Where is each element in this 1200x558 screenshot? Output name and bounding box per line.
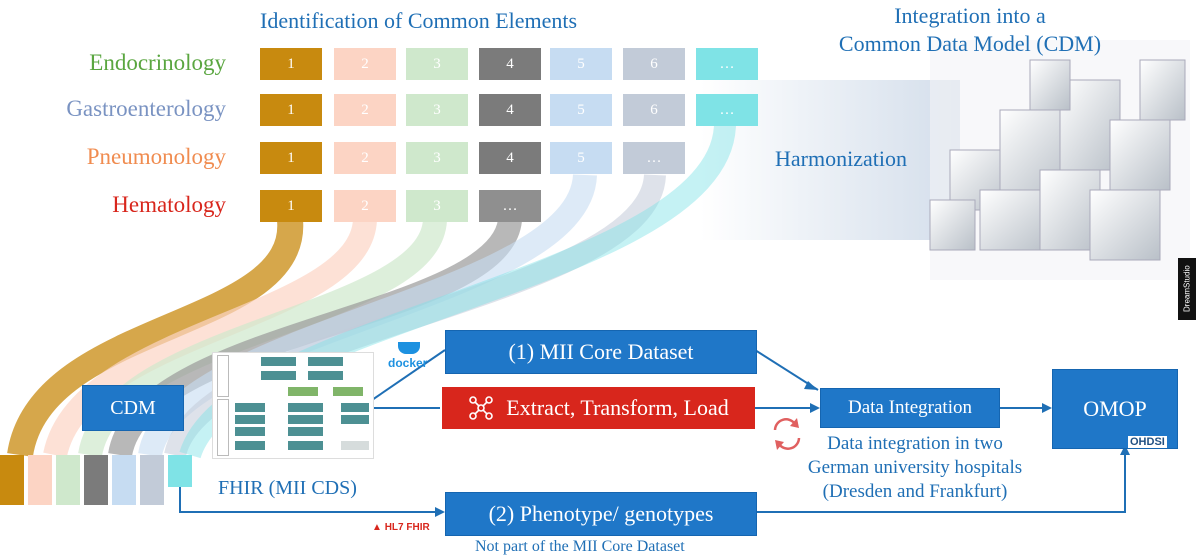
cdm-bar	[28, 455, 52, 505]
element-cell: …	[623, 142, 685, 174]
common-elements-title: Identification of Common Elements	[260, 8, 578, 33]
phenotype-note: Not part of the MII Core Dataset	[475, 538, 685, 555]
harmonization-label: Harmonization	[775, 146, 907, 171]
element-cell: 2	[334, 94, 396, 126]
row-label: Gastroenterology	[66, 96, 226, 121]
element-cell: 1	[260, 142, 322, 174]
element-cell: 2	[334, 48, 396, 80]
ribbon-6	[164, 173, 666, 459]
element-cell: 3	[406, 48, 468, 80]
hl7-fhir-logo: ▲ HL7 FHIR	[372, 522, 430, 533]
ribbon-2	[43, 218, 377, 459]
phenotype-box: (2) Phenotype/ genotypes	[445, 492, 757, 536]
cdm-bar	[84, 455, 108, 505]
omop-box: OMOP	[1052, 369, 1178, 449]
row-label: Pneumonology	[86, 144, 226, 169]
element-cell: 4	[479, 142, 541, 174]
element-cell: 2	[334, 190, 396, 222]
integration-note-line3: (Dresden and Frankfurt)	[822, 481, 1008, 502]
row-label: Endocrinology	[89, 50, 226, 75]
cdm-box: CDM	[82, 385, 184, 431]
cdm-bar	[0, 455, 24, 505]
element-cell: 3	[406, 142, 468, 174]
sync-icon	[773, 418, 801, 450]
cdm-bar	[56, 455, 80, 505]
hl7-fhir-text: HL7 FHIR	[384, 522, 430, 533]
element-cell: 1	[260, 190, 322, 222]
element-cell: 3	[406, 94, 468, 126]
ribbon-1	[7, 218, 304, 458]
element-cell: …	[696, 94, 758, 126]
etl-label: Extract, Transform, Load	[506, 395, 729, 420]
docker-logo-text: docker	[388, 356, 428, 370]
network-icon	[468, 395, 494, 421]
element-cell: 2	[334, 142, 396, 174]
element-cell: 5	[550, 48, 612, 80]
arrowheads	[435, 381, 1130, 517]
element-cell: …	[696, 48, 758, 80]
cdm-title: Integration into a Common Data Model (CD…	[830, 2, 1110, 58]
fhir-structure-thumbnail	[212, 352, 374, 459]
element-cell: 3	[406, 190, 468, 222]
element-cell: 1	[260, 48, 322, 80]
cdm-title-line2: Common Data Model (CDM)	[838, 31, 1102, 56]
cube-cluster-image	[929, 40, 1190, 280]
element-cell: 5	[550, 142, 612, 174]
connectors	[179, 349, 1126, 513]
harmonization-beam	[700, 80, 960, 240]
docker-whale-icon	[398, 342, 420, 354]
integration-note: Data integration in two German universit…	[790, 432, 1040, 504]
element-cell: 4	[479, 48, 541, 80]
element-cell: 6	[623, 48, 685, 80]
element-cell: 4	[479, 94, 541, 126]
element-cell: 6	[623, 94, 685, 126]
cdm-bar	[140, 455, 164, 505]
cdm-bar	[112, 455, 136, 505]
integration-note-line1: Data integration in two	[827, 433, 1003, 454]
docker-logo: docker	[388, 342, 427, 370]
element-cell: 5	[550, 94, 612, 126]
flame-icon: ▲	[372, 522, 382, 533]
dreamstudio-badge: DreamStudio	[1178, 258, 1196, 320]
etl-box: Extract, Transform, Load	[442, 387, 755, 429]
fhir-label: FHIR (MII CDS)	[218, 477, 357, 499]
element-cell: …	[479, 190, 541, 222]
element-cell: 1	[260, 94, 322, 126]
cdm-bar	[168, 455, 192, 487]
core-dataset-box: (1) MII Core Dataset	[445, 330, 757, 374]
row-label: Hematology	[112, 192, 226, 217]
integration-note-line2: German university hospitals	[807, 457, 1023, 478]
data-integration-box: Data Integration	[820, 388, 1000, 428]
cdm-title-line1: Integration into a	[894, 3, 1046, 28]
ohdsi-logo: OHDSI	[1128, 436, 1167, 448]
